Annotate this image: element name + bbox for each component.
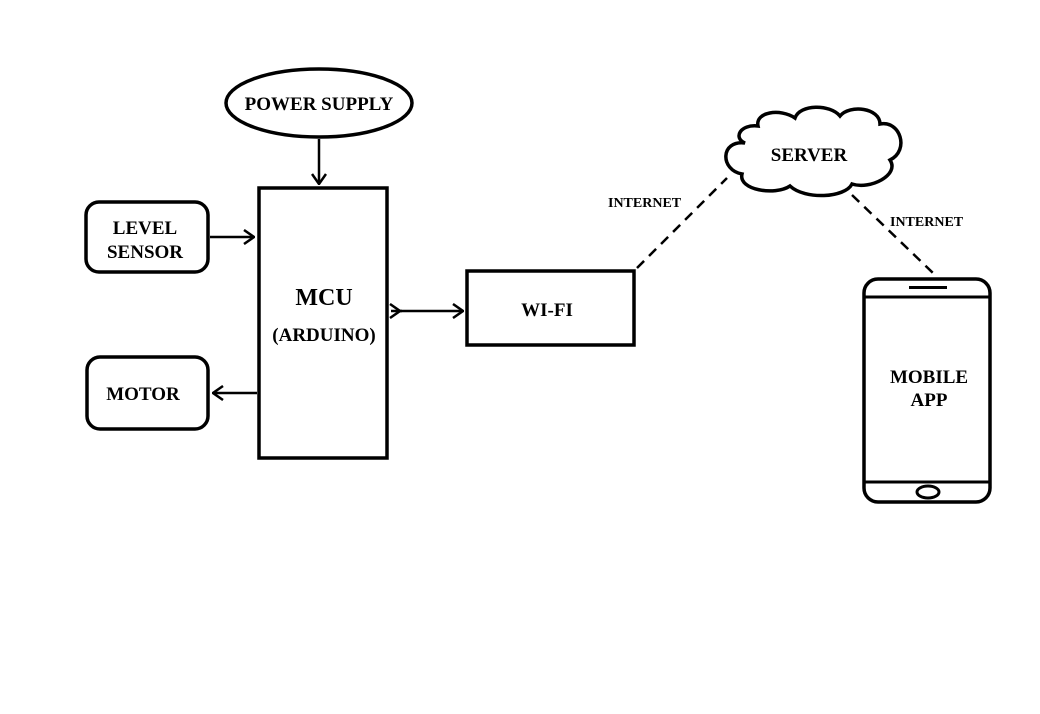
motor-label: MOTOR (106, 384, 180, 405)
mobile-app-label-2: APP (911, 390, 948, 411)
server-node: SERVER (724, 105, 903, 198)
server-mobile-link (851, 194, 934, 274)
power-supply-node: POWER SUPPLY (224, 67, 414, 139)
mcu-label: MCU (295, 285, 352, 311)
mcu-node: MCU (ARDUINO) (257, 186, 389, 460)
mcu-sublabel: (ARDUINO) (272, 325, 375, 346)
motor-node: MOTOR (85, 355, 210, 431)
power-supply-label: POWER SUPPLY (245, 94, 394, 115)
level-sensor-node: LEVEL SENSOR (84, 200, 210, 274)
mobile-app-label-1: MOBILE (890, 367, 968, 388)
phone-speaker (909, 286, 947, 289)
wifi-node: WI-FI (465, 269, 636, 347)
phone-home-button (915, 484, 941, 500)
wifi-server-link (636, 177, 728, 269)
level-sensor-label-2: SENSOR (107, 242, 183, 263)
server-label: SERVER (771, 145, 848, 166)
wifi-label: WI-FI (521, 300, 573, 321)
internet-label-left: INTERNET (608, 196, 682, 211)
internet-label-right: INTERNET (890, 215, 964, 230)
mobile-app-node: MOBILE APP (862, 277, 992, 504)
level-sensor-label-1: LEVEL (113, 218, 177, 239)
